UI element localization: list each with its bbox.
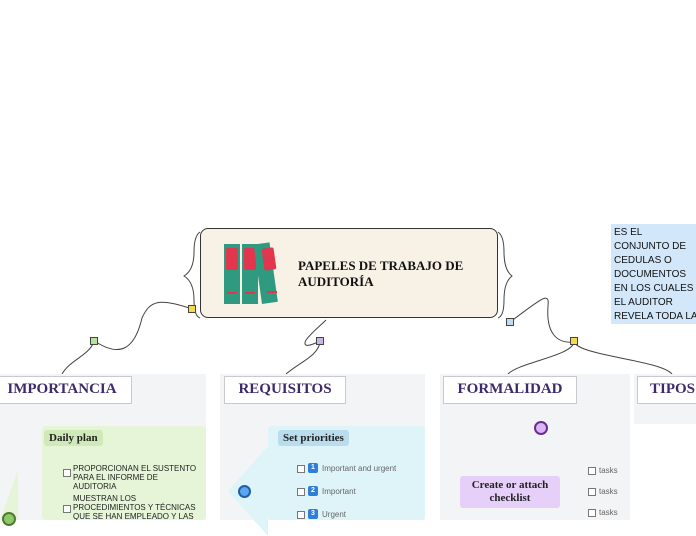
task-checkbox[interactable] — [588, 467, 596, 475]
connector-requisitos[interactable] — [316, 337, 324, 345]
definition-note[interactable]: ES EL CONJUNTO DE CEDULAS O DOCUMENTOS E… — [611, 224, 696, 324]
importancia-node[interactable] — [2, 512, 16, 526]
checklist-tag[interactable]: Create or attach checklist — [460, 476, 560, 508]
connector-central-left[interactable] — [188, 305, 196, 313]
connector-formalidad[interactable] — [570, 337, 578, 345]
priority-number: 3 — [308, 509, 318, 519]
priority-label: Important — [322, 487, 356, 496]
priority-checkbox[interactable] — [297, 465, 305, 473]
formalidad-node[interactable] — [534, 421, 548, 435]
task-checkbox[interactable] — [588, 509, 596, 517]
task-item: tasks — [599, 487, 618, 496]
priority-label: Important and urgent — [322, 464, 397, 473]
connector-central-right[interactable] — [506, 318, 514, 326]
priority-label: Urgent — [322, 510, 347, 519]
priority-checkbox[interactable] — [297, 488, 305, 496]
task-item: tasks — [599, 466, 618, 475]
task-checkbox[interactable] — [63, 469, 71, 477]
set-priorities-tag[interactable]: Set priorities — [278, 430, 349, 446]
central-title: PAPELES DE TRABAJO DE AUDITORÍA — [298, 258, 464, 289]
green-wedge — [0, 470, 18, 520]
binders-icon — [222, 240, 290, 308]
branch-title-importancia[interactable]: IMPORTANCIA — [0, 376, 132, 404]
task-item: PROPORCIONAN EL SUSTENTO PARA EL INFORME… — [73, 464, 197, 491]
branch-title-requisitos[interactable]: REQUISITOS — [224, 376, 346, 404]
priority-number: 2 — [308, 486, 318, 496]
connector-importancia[interactable] — [90, 337, 98, 345]
priority-checkbox[interactable] — [297, 511, 305, 519]
task-item: MUESTRAN LOS PROCEDIMIENTOS Y TÉCNICAS Q… — [73, 494, 196, 520]
priority-number: 1 — [308, 463, 318, 473]
requisitos-node[interactable] — [238, 485, 251, 498]
task-item: tasks — [599, 508, 618, 517]
task-checkbox[interactable] — [63, 505, 71, 513]
branch-title-formalidad[interactable]: FORMALIDAD — [443, 376, 577, 404]
branch-title-tipos[interactable]: TIPOS — [637, 376, 696, 404]
task-checkbox[interactable] — [588, 488, 596, 496]
daily-plan-tag[interactable]: Daily plan — [44, 430, 103, 446]
